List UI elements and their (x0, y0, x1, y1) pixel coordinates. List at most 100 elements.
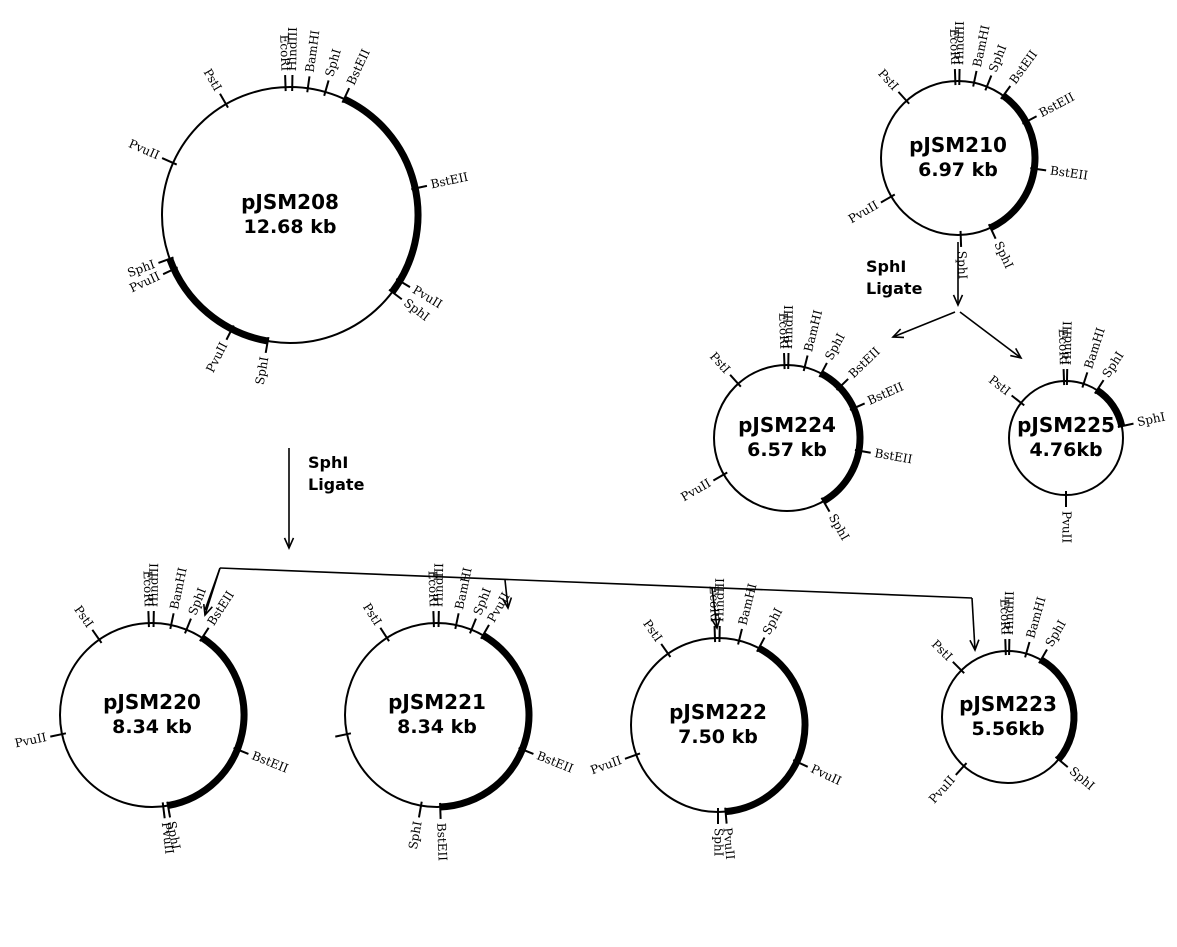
restriction-site-tick (849, 402, 866, 411)
restriction-site-tick (284, 75, 287, 92)
restriction-site-label: PvuII (589, 753, 624, 777)
restriction-site-label: HindIII (781, 305, 796, 349)
restriction-site-label: BstEII (434, 823, 449, 862)
restriction-site-label: HindIII (431, 563, 446, 607)
restriction-site-tick (953, 69, 957, 86)
restriction-site-label: BstEII (874, 446, 914, 466)
restriction-site-label: BstEII (1007, 47, 1041, 86)
restriction-site-label: PstI (986, 373, 1013, 399)
branch-line (219, 567, 973, 599)
restriction-site-tick (335, 732, 352, 738)
arrow-head (1010, 347, 1023, 360)
insert-segment (725, 645, 809, 816)
plasmid-size: 5.56kb (971, 718, 1044, 740)
plasmid-name: pJSM223 (959, 692, 1057, 716)
plasmid-name: pJSM224 (738, 413, 836, 437)
restriction-site-tick (417, 801, 423, 818)
arrow-head (952, 294, 964, 307)
restriction-site-tick (712, 471, 728, 482)
restriction-site-tick (1011, 394, 1025, 407)
restriction-site-label: BstEII (535, 749, 576, 776)
arrow-to-223 (971, 597, 976, 651)
restriction-site-tick (518, 747, 534, 755)
restriction-site-label: HindIII (712, 578, 727, 622)
plasmid-size: 4.76kb (1029, 439, 1102, 461)
restriction-site-label: PvuII (721, 827, 738, 860)
restriction-site-tick (233, 747, 249, 755)
restriction-site-label: BstEII (205, 588, 238, 628)
restriction-site-label: PvuII (678, 476, 713, 504)
arrow-to-221 (504, 579, 509, 609)
restriction-site-tick (161, 802, 166, 819)
restriction-site-tick (818, 362, 828, 378)
restriction-site-label: HindIII (1002, 591, 1017, 635)
arrow-head (891, 328, 905, 339)
restriction-site-tick (264, 336, 270, 354)
insert-segment (342, 95, 422, 295)
restriction-site-tick (952, 661, 965, 674)
restriction-site-label: BamHI (303, 29, 323, 73)
restriction-site-label: PstI (201, 66, 225, 94)
restriction-site-tick (854, 448, 871, 454)
restriction-site-tick (91, 629, 103, 644)
restriction-site-label: PstI (71, 603, 96, 630)
plasmid-size: 6.97 kb (918, 159, 998, 181)
restriction-site-tick (1081, 372, 1089, 388)
restriction-site-tick (1000, 85, 1012, 100)
restriction-site-tick (219, 93, 229, 109)
restriction-site-label: PstI (707, 349, 733, 376)
restriction-site-tick (1054, 756, 1069, 768)
restriction-site-label: PvuII (926, 773, 958, 806)
restriction-site-label: SphI (955, 251, 970, 280)
restriction-site-tick (955, 762, 968, 776)
restriction-site-label: SphI (406, 820, 425, 851)
restriction-site-tick (306, 76, 311, 93)
insert-segment (989, 92, 1039, 231)
plasmid-name: pJSM220 (103, 690, 201, 714)
restriction-site-tick (162, 266, 179, 276)
restriction-site-tick (1117, 422, 1134, 428)
plasmid-name: pJSM208 (241, 190, 339, 214)
restriction-site-tick (987, 223, 997, 240)
plasmid-size: 6.57 kb (747, 439, 827, 461)
restriction-site-tick (802, 355, 809, 372)
restriction-site-tick (454, 613, 460, 630)
restriction-site-tick (972, 70, 978, 87)
restriction-site-label: BstEII (250, 749, 291, 776)
plasmid-name: pJSM210 (909, 133, 1007, 157)
plasmid-size: 12.68 kb (244, 216, 337, 238)
step-action-label: Ligate (308, 475, 365, 494)
restriction-site-tick (395, 278, 411, 288)
restriction-site-tick (624, 752, 641, 760)
restriction-site-label: BstEII (1049, 164, 1089, 183)
restriction-site-label: BstEII (846, 344, 883, 381)
restriction-site-label: SphI (822, 331, 848, 363)
restriction-site-label: EcoRI (1056, 328, 1071, 365)
restriction-site-tick (388, 288, 403, 301)
restriction-site-tick (792, 759, 809, 768)
restriction-site-tick (783, 353, 786, 370)
restriction-site-tick (161, 157, 178, 166)
restriction-site-tick (984, 75, 993, 91)
arrow-to-225 (959, 311, 1022, 359)
restriction-site-label: EcoRI (140, 570, 155, 607)
restriction-site-tick (897, 91, 910, 105)
restriction-site-tick (411, 184, 428, 191)
insert-segment (1095, 387, 1126, 428)
restriction-site-label: PvuII (127, 137, 162, 163)
plasmid-name: pJSM222 (669, 700, 767, 724)
restriction-site-label: BstEII (1037, 90, 1077, 120)
restriction-site-tick (959, 230, 963, 247)
restriction-site-tick (820, 497, 831, 513)
restriction-site-tick (323, 80, 330, 97)
arrow-to-222 (711, 587, 718, 629)
restriction-site-label: PvuII (846, 198, 881, 226)
step-enzyme-label: SphI (308, 453, 348, 472)
